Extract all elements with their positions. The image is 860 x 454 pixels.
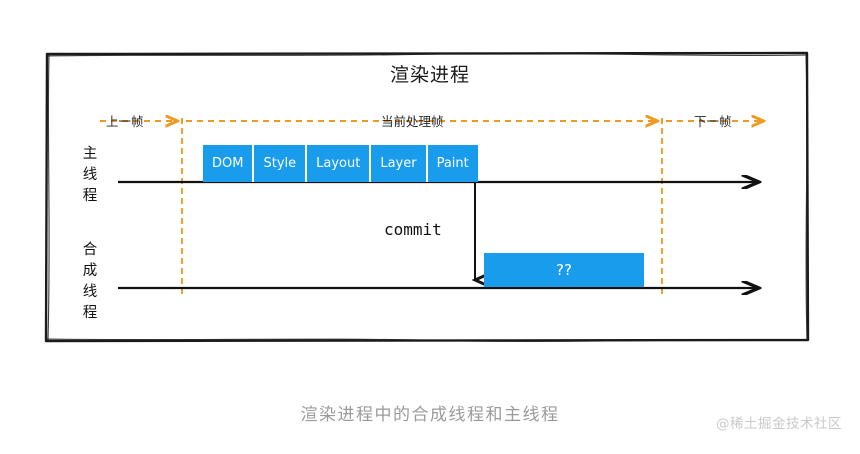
stage-paint[interactable]: Paint (427, 145, 478, 182)
page-title: 渲染进程 (389, 64, 470, 86)
render-pipeline-stages: DOM Style Layout Layer Paint (203, 145, 478, 182)
main-thread-label-char-2: 程 (82, 188, 98, 204)
frame-boundary-ruler (0, 110, 860, 132)
next-frame-label: 下一帧 (694, 114, 732, 129)
commit-label: commit (384, 220, 442, 239)
commit-arrow (466, 182, 484, 288)
stage-layer[interactable]: Layer (371, 145, 428, 182)
compositor-thread-label: 合 成 线 程 (79, 240, 101, 324)
watermark: @稀土掘金技术社区 (716, 416, 842, 432)
timeline-arrow-icon (118, 281, 768, 295)
frame-border-icon (44, 51, 810, 343)
compositor-thread-label-char-2: 线 (82, 284, 98, 300)
main-thread-label-char-0: 主 (82, 146, 98, 162)
compositor-task-label: ?? (556, 261, 572, 279)
stage-layer-label: Layer (380, 156, 417, 171)
frame-boundary-left (181, 118, 183, 294)
stage-style[interactable]: Style (254, 145, 308, 182)
main-thread-label-char-1: 线 (82, 167, 98, 183)
timeline-arrow-icon (118, 175, 768, 189)
compositor-thread-label-char-0: 合 (82, 242, 98, 258)
dashed-ruler-icon (100, 110, 860, 132)
main-thread-timeline (118, 175, 768, 189)
stage-style-label: Style (263, 156, 297, 171)
compositor-thread-label-char-1: 成 (82, 263, 98, 279)
figure-caption: 渲染进程中的合成线程和主线程 (300, 405, 560, 425)
down-arrow-icon (466, 182, 484, 288)
stage-layout[interactable]: Layout (307, 145, 372, 182)
stage-dom[interactable]: DOM (203, 145, 255, 182)
stage-paint-label: Paint (436, 156, 469, 171)
stage-dom-label: DOM (212, 156, 244, 171)
frame-boundary-right (661, 118, 663, 294)
diagram-frame (44, 51, 810, 343)
compositor-task-box[interactable]: ?? (484, 253, 644, 287)
current-frame-label: 当前处理帧 (381, 114, 444, 129)
compositor-thread-timeline (118, 281, 768, 295)
main-thread-label: 主 线 程 (79, 144, 101, 207)
previous-frame-label: 上一帧 (106, 114, 144, 129)
compositor-thread-label-char-3: 程 (82, 305, 98, 321)
stage-layout-label: Layout (316, 156, 361, 171)
